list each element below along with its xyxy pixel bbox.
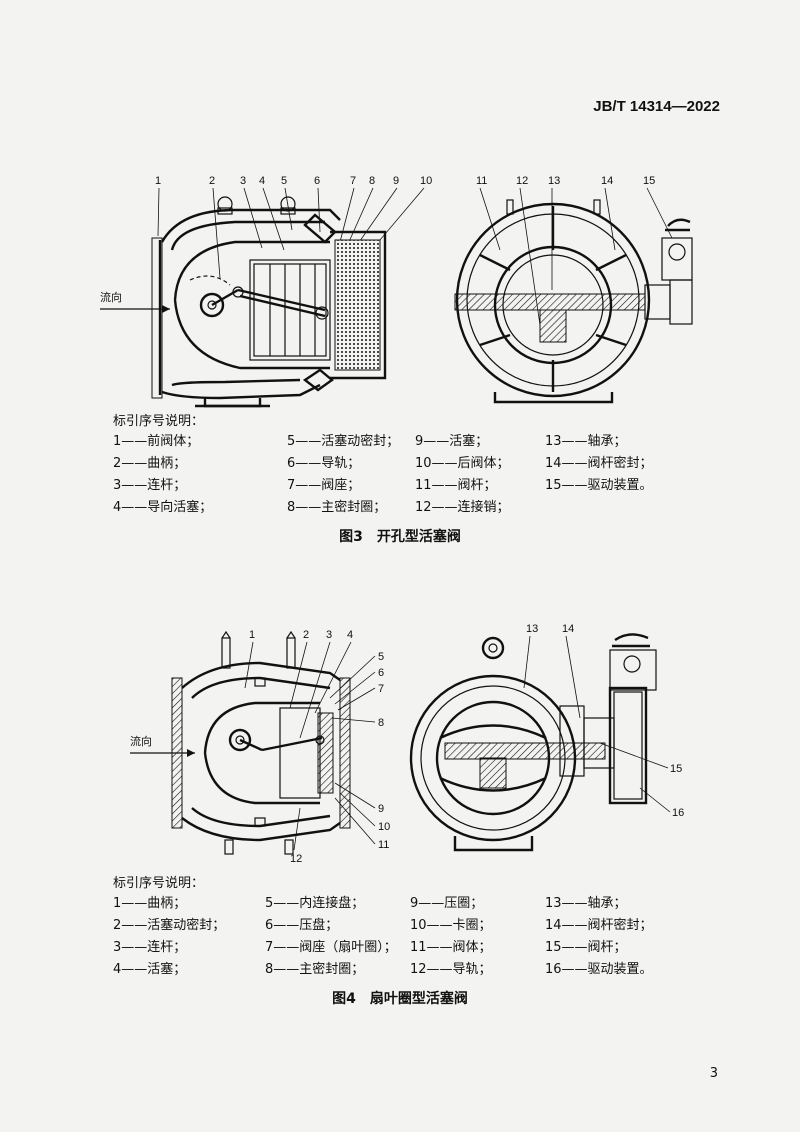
fig4-callout: 16 <box>672 807 684 819</box>
fig3-callout: 3 <box>240 175 246 187</box>
fig3-callout: 15 <box>643 175 655 187</box>
legend-row: 4——活塞； 8——主密封圈； 12——导轨； 16——驱动装置。 <box>113 956 653 978</box>
fig3-legend-title: 标引序号说明： <box>113 414 205 429</box>
fig4-callout: 10 <box>378 821 390 833</box>
legend-item: 10——卡圈； <box>410 917 492 933</box>
legend-item <box>545 494 653 516</box>
legend-item: 5——活塞动密封； <box>287 433 400 449</box>
legend-item: 15——阀杆； <box>545 939 627 955</box>
fig3-end-view <box>454 199 693 404</box>
legend-item: 7——阀座； <box>287 477 361 493</box>
fig4-callout: 15 <box>670 763 682 775</box>
legend-item: 2——活塞动密封； <box>113 917 226 933</box>
figure-3-drawing: 1 2 3 4 5 6 7 8 9 10 11 12 13 14 15 <box>0 170 800 410</box>
fig4-callout: 5 <box>378 651 384 663</box>
legend-item: 9——活塞； <box>415 433 489 449</box>
fig3-callout: 9 <box>393 175 399 187</box>
fig4-callout: 11 <box>378 839 389 851</box>
fig4-callout: 4 <box>347 629 353 641</box>
legend-item: 14——阀杆密封； <box>545 917 653 933</box>
legend-row: 1——曲柄； 5——内连接盘； 9——压圈； 13——轴承； <box>113 890 653 912</box>
fig4-callout: 9 <box>378 803 384 815</box>
fig4-callout: 14 <box>562 623 574 635</box>
legend-item: 6——压盘； <box>265 917 339 933</box>
fig4-callout: 8 <box>378 717 384 729</box>
legend-item: 14——阀杆密封； <box>545 455 653 471</box>
legend-item: 11——阀杆； <box>415 477 497 493</box>
legend-item: 1——前阀体； <box>113 433 200 449</box>
legend-item: 4——活塞； <box>113 961 187 977</box>
fig3-callout: 11 <box>476 175 487 187</box>
fig4-legend-title: 标引序号说明： <box>113 876 205 891</box>
fig4-callout: 2 <box>303 629 309 641</box>
legend-row: 1——前阀体； 5——活塞动密封； 9——活塞； 13——轴承； <box>113 428 653 450</box>
legend-item: 1——曲柄； <box>113 895 187 911</box>
fig4-callout-numbers: 1 2 3 4 5 6 7 8 9 10 11 12 13 14 15 16 <box>249 623 684 865</box>
legend-item: 12——导轨； <box>410 961 492 977</box>
fig3-callout-numbers: 1 2 3 4 5 6 7 8 9 10 11 12 13 14 15 <box>155 175 655 187</box>
legend-item: 13——轴承； <box>545 433 627 449</box>
fig4-callout: 13 <box>526 623 538 635</box>
fig3-callout: 14 <box>601 175 613 187</box>
legend-item: 13——轴承； <box>545 895 627 911</box>
figure-4-drawing: 1 2 3 4 5 6 7 8 9 10 11 12 13 14 15 16 <box>0 618 800 868</box>
legend-item: 16——驱动装置。 <box>545 961 653 977</box>
legend-row: 2——曲柄； 6——导轨； 10——后阀体； 14——阀杆密封； <box>113 450 653 472</box>
legend-item: 3——连杆； <box>113 477 187 493</box>
legend-item: 4——导向活塞； <box>113 499 213 515</box>
legend-item: 8——主密封圈； <box>287 499 387 515</box>
fig4-callout: 12 <box>290 853 302 865</box>
legend-item: 6——导轨； <box>287 455 361 471</box>
legend-item: 10——后阀体； <box>415 455 510 471</box>
legend-row: 3——连杆； 7——阀座（扇叶圈）； 11——阀体； 15——阀杆； <box>113 934 653 956</box>
fig4-callout: 6 <box>378 667 384 679</box>
fig3-callout: 6 <box>314 175 320 187</box>
fig3-section-view <box>151 196 387 408</box>
legend-item: 11——阀体； <box>410 939 492 955</box>
fig3-caption: 图3 开孔型活塞阀 <box>339 529 461 545</box>
fig3-callout: 13 <box>548 175 560 187</box>
fig3-flow-label: 流向 <box>100 290 122 304</box>
fig3-callout: 10 <box>420 175 432 187</box>
fig3-callout: 12 <box>516 175 528 187</box>
standard-code: JB/T 14314—2022 <box>593 98 720 115</box>
fig4-section-view <box>171 630 351 855</box>
legend-item: 8——主密封圈； <box>265 961 365 977</box>
legend-item: 3——连杆； <box>113 939 187 955</box>
legend-item: 2——曲柄； <box>113 455 187 471</box>
fig4-legend: 1——曲柄； 5——内连接盘； 9——压圈； 13——轴承； 2——活塞动密封；… <box>113 890 653 978</box>
fig4-callout: 1 <box>249 629 255 641</box>
fig4-callout: 7 <box>378 683 384 695</box>
legend-item: 12——连接销； <box>415 499 510 515</box>
legend-item: 7——阀座（扇叶圈）； <box>265 939 397 955</box>
legend-row: 4——导向活塞； 8——主密封圈； 12——连接销； <box>113 494 653 516</box>
fig3-callout: 1 <box>155 175 161 187</box>
fig3-callout: 4 <box>259 175 265 187</box>
fig4-callout: 3 <box>326 629 332 641</box>
legend-row: 2——活塞动密封； 6——压盘； 10——卡圈； 14——阀杆密封； <box>113 912 653 934</box>
fig3-callout: 5 <box>281 175 287 187</box>
page-number: 3 <box>709 1066 718 1081</box>
fig4-flow-label: 流向 <box>130 734 152 748</box>
fig3-callout: 2 <box>209 175 215 187</box>
legend-item: 9——压圈； <box>410 895 484 911</box>
fig3-legend: 1——前阀体； 5——活塞动密封； 9——活塞； 13——轴承； 2——曲柄； … <box>113 428 653 516</box>
legend-row: 3——连杆； 7——阀座； 11——阀杆； 15——驱动装置。 <box>113 472 653 494</box>
legend-item: 15——驱动装置。 <box>545 477 653 493</box>
fig3-callout: 8 <box>369 175 375 187</box>
legend-item: 5——内连接盘； <box>265 895 365 911</box>
fig3-callout: 7 <box>350 175 356 187</box>
fig4-caption: 图4 扇叶圈型活塞阀 <box>332 991 468 1007</box>
fig4-end-view <box>409 633 657 852</box>
